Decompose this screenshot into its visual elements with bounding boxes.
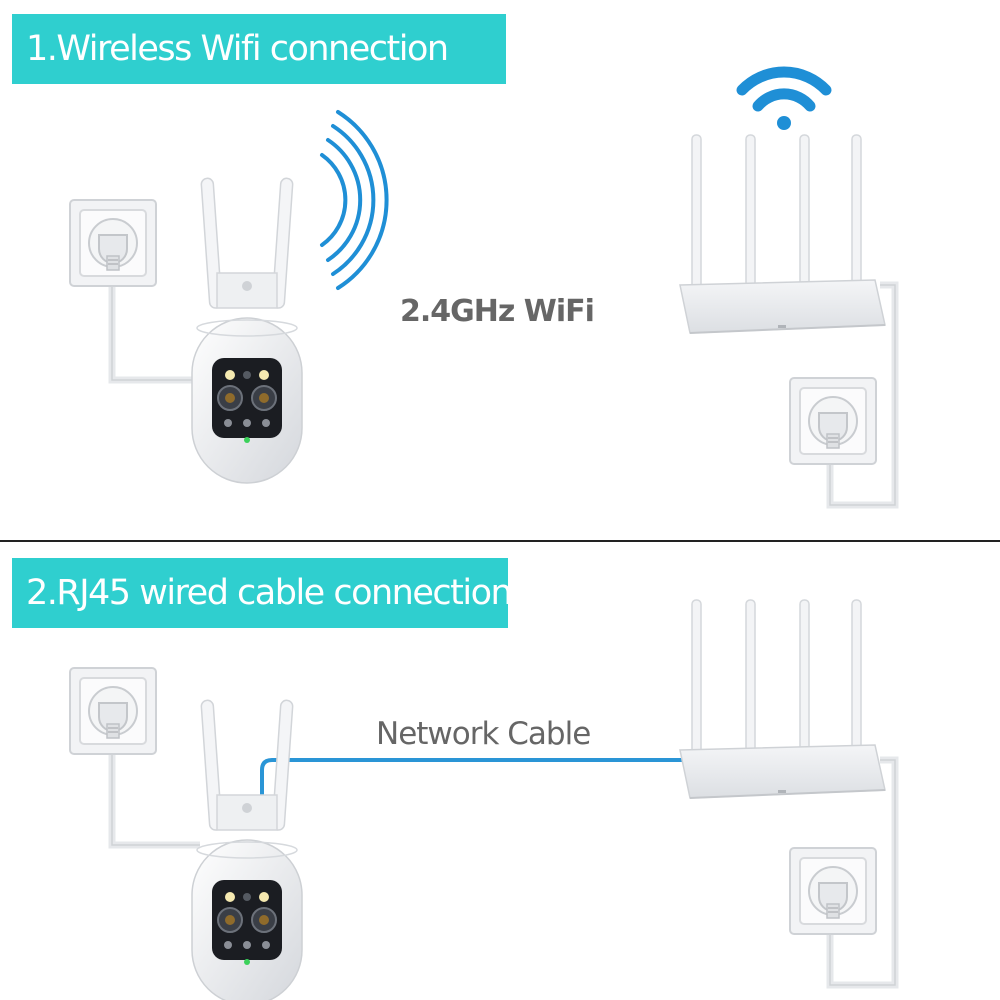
signal-waves-icon bbox=[320, 110, 389, 290]
section-title-wireless: 1.Wireless Wifi connection bbox=[12, 14, 506, 84]
section2-cabling bbox=[108, 750, 899, 989]
network-cable-label: Network Cable bbox=[376, 716, 591, 752]
section1-cabling bbox=[108, 281, 899, 509]
section-wireless: 1.Wireless Wifi connection bbox=[12, 14, 506, 84]
section-divider bbox=[0, 540, 1000, 542]
section-wired: 2.RJ45 wired cable connection bbox=[0, 542, 1000, 1000]
network-cable-icon bbox=[260, 758, 690, 800]
wifi-signal-icon bbox=[736, 66, 832, 130]
section-title-wired: 2.RJ45 wired cable connection bbox=[12, 558, 513, 628]
wifi-frequency-label: 2.4GHz WiFi bbox=[400, 294, 595, 329]
